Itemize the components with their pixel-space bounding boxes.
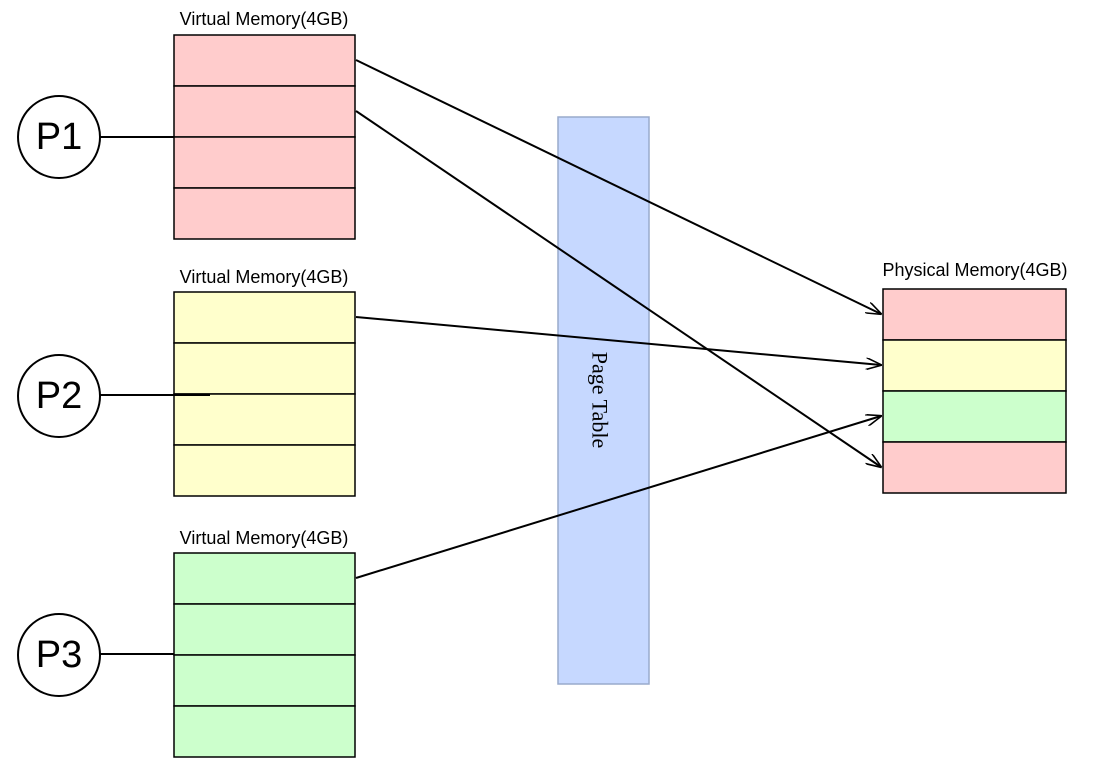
mapping-arrow-2 bbox=[355, 110, 881, 467]
mapping-arrow-1 bbox=[355, 59, 881, 314]
virtual-page-p1-2 bbox=[173, 85, 356, 138]
virtual-page-p3-2 bbox=[173, 603, 356, 656]
process-label-p1: P1 bbox=[36, 116, 82, 158]
mapping-arrow-3 bbox=[355, 316, 881, 365]
physical-frame-3 bbox=[882, 390, 1067, 443]
virtual-memory-label-p1: Virtual Memory(4GB) bbox=[180, 9, 349, 29]
mapping-arrows bbox=[355, 59, 881, 579]
physical-memory bbox=[882, 288, 1067, 494]
virtual-memory-p2 bbox=[173, 291, 356, 497]
virtual-page-p1-3 bbox=[173, 136, 356, 189]
virtual-memory-p3 bbox=[173, 552, 356, 758]
physical-memory-group: Physical Memory(4GB) bbox=[882, 260, 1068, 494]
process-p1-group: Virtual Memory(4GB) P1 bbox=[17, 9, 356, 240]
virtual-page-p2-1 bbox=[173, 291, 356, 344]
physical-frame-2 bbox=[882, 339, 1067, 392]
virtual-page-p1-4 bbox=[173, 187, 356, 240]
virtual-page-p2-4 bbox=[173, 444, 356, 497]
mapping-arrow-4 bbox=[355, 416, 881, 579]
physical-frame-1 bbox=[882, 288, 1067, 341]
process-label-p2: P2 bbox=[36, 375, 82, 417]
process-p3-group: Virtual Memory(4GB) P3 bbox=[17, 528, 356, 758]
virtual-page-p3-4 bbox=[173, 705, 356, 758]
process-node-p1 bbox=[17, 95, 101, 179]
virtual-memory-label-p3: Virtual Memory(4GB) bbox=[180, 528, 349, 548]
virtual-page-p2-2 bbox=[173, 342, 356, 395]
virtual-page-p2-3 bbox=[173, 393, 356, 446]
physical-frame-4 bbox=[882, 441, 1067, 494]
process-node-p2 bbox=[17, 354, 101, 438]
virtual-page-p3-1 bbox=[173, 552, 356, 605]
page-table-label: Page Table bbox=[588, 352, 613, 448]
physical-memory-label: Physical Memory(4GB) bbox=[882, 260, 1067, 280]
process-p2-group: Virtual Memory(4GB) P2 bbox=[17, 267, 356, 497]
process-label-p3: P3 bbox=[36, 634, 82, 676]
virtual-page-p1-1 bbox=[173, 34, 356, 87]
virtual-page-p3-3 bbox=[173, 654, 356, 707]
page-table: Page Table bbox=[557, 116, 650, 685]
virtual-memory-label-p2: Virtual Memory(4GB) bbox=[180, 267, 349, 287]
virtual-memory-p1 bbox=[173, 34, 356, 240]
process-node-p3 bbox=[17, 613, 101, 697]
page-table-bar bbox=[557, 116, 650, 685]
